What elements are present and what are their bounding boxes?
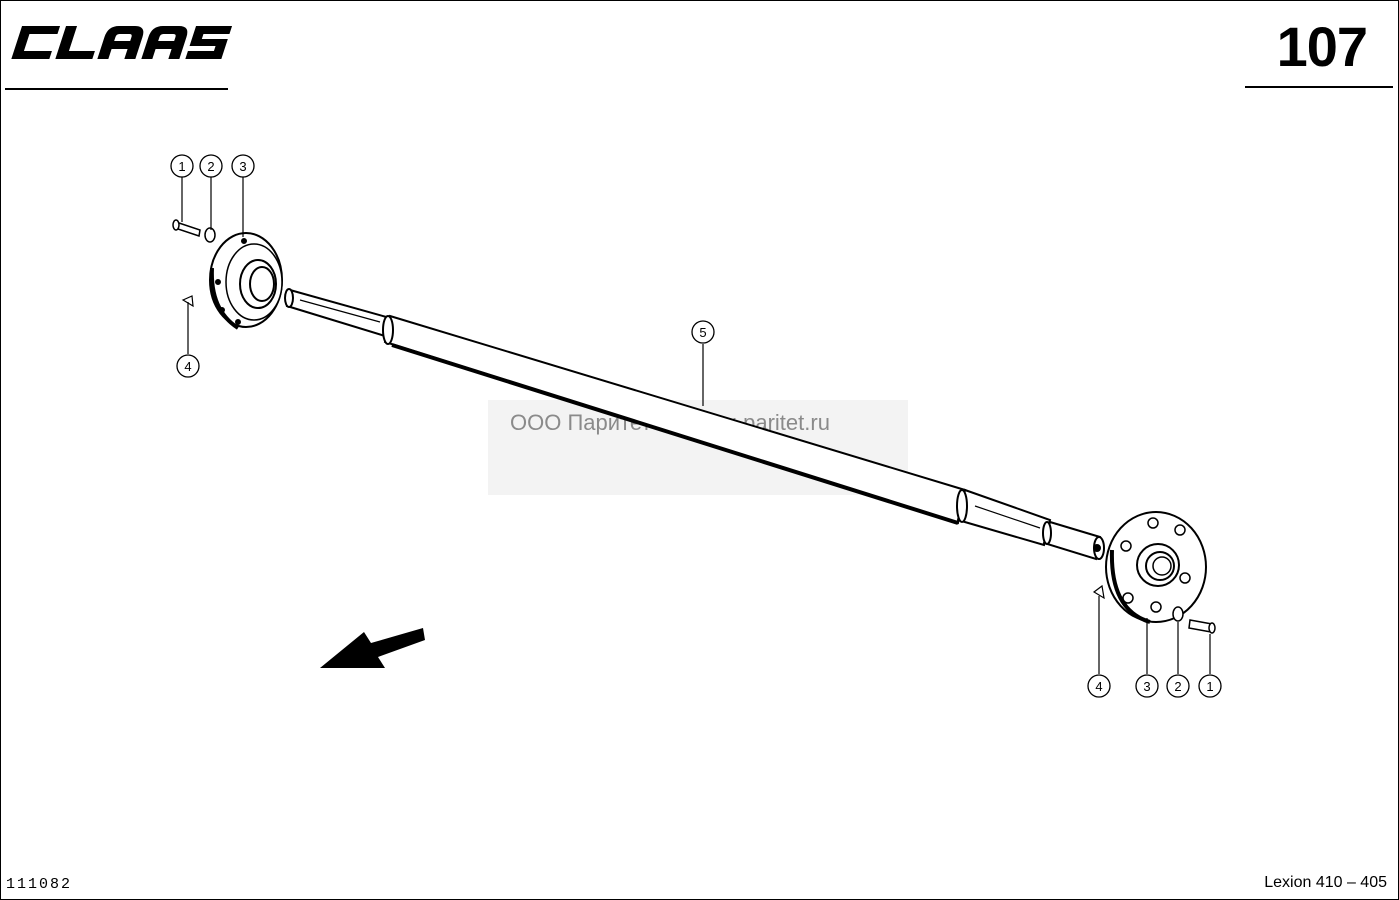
left-flange-bearing: [172, 219, 283, 330]
svg-text:3: 3: [1143, 679, 1150, 694]
callout-left-3: 3: [231, 154, 255, 178]
callout-right-1: 1: [1198, 674, 1222, 698]
svg-text:1: 1: [1206, 679, 1213, 694]
claas-logo: [11, 26, 233, 59]
callout-shaft-5: 5: [691, 320, 715, 344]
direction-arrow: [320, 628, 425, 668]
svg-text:5: 5: [699, 325, 706, 340]
callout-right-3: 3: [1135, 674, 1159, 698]
svg-text:4: 4: [1095, 679, 1102, 694]
leader-lines: [181, 177, 1211, 674]
svg-text:2: 2: [1174, 679, 1181, 694]
svg-text:1: 1: [178, 159, 185, 174]
svg-text:3: 3: [239, 159, 246, 174]
callout-right-2: 2: [1166, 674, 1190, 698]
svg-text:4: 4: [184, 359, 191, 374]
logo-rule: [5, 88, 228, 90]
callout-left-1: 1: [170, 154, 194, 178]
drawing-id: 111082: [6, 876, 73, 893]
page-number: 107: [1276, 15, 1368, 78]
right-flange-bearing: [1092, 511, 1216, 634]
page-number-rule: [1245, 86, 1393, 88]
shaft: [284, 288, 1105, 561]
svg-text:2: 2: [207, 159, 214, 174]
callout-right-4: 4: [1087, 674, 1111, 698]
callout-left-4: 4: [176, 354, 200, 378]
model-label: Lexion 410 – 405: [1264, 874, 1387, 891]
callout-left-2: 2: [199, 154, 223, 178]
